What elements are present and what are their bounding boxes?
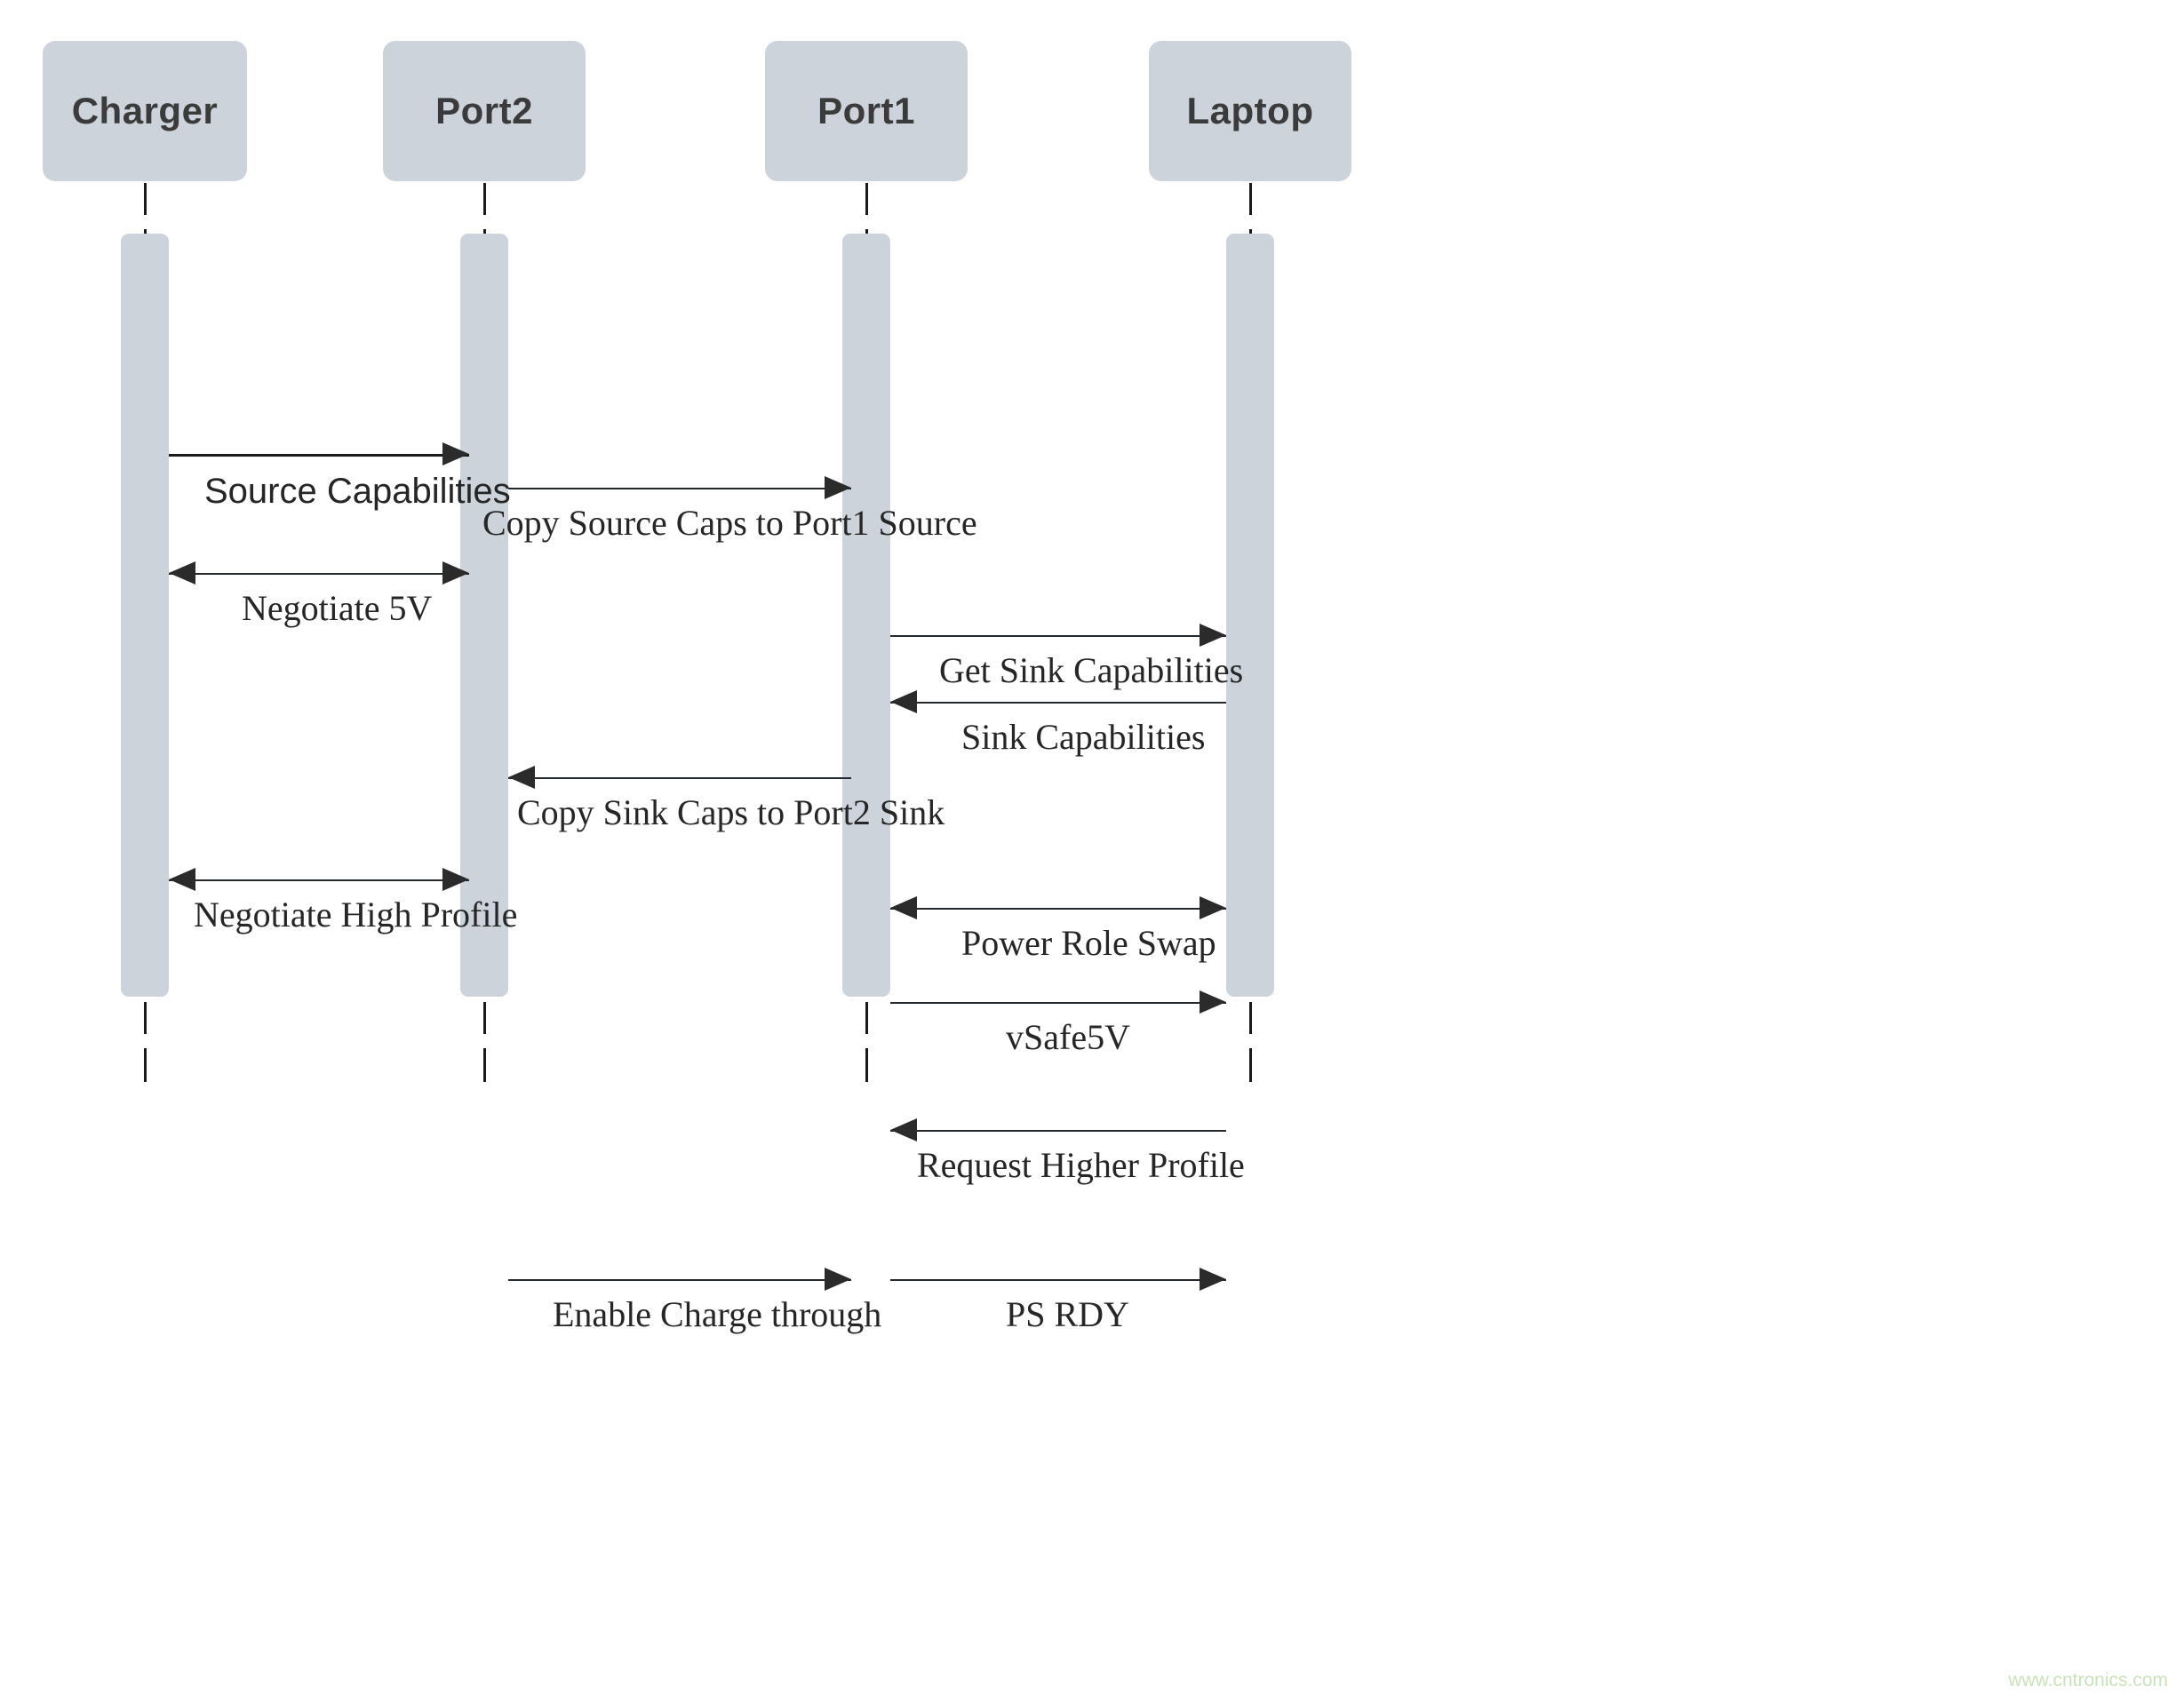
lifeline-charger-bottom-b (144, 1048, 147, 1082)
actor-box-port1[interactable]: Port1 (765, 41, 968, 181)
message-label: Copy Source Caps to Port1 Source (482, 503, 977, 543)
message-label: Request Higher Profile (917, 1145, 1245, 1185)
message-label: Copy Sink Caps to Port2 Sink (517, 792, 945, 832)
arrowhead-right-icon (825, 476, 851, 499)
message-label: Source Capabilities (204, 472, 511, 511)
message-line (169, 879, 469, 881)
arrowhead-right-icon (1200, 990, 1226, 1014)
arrowhead-right-icon (1200, 896, 1226, 919)
lifeline-laptop-top-a (1249, 183, 1252, 215)
message-line (890, 908, 1226, 910)
arrowhead-right-icon (442, 561, 469, 585)
lifeline-port1-top-a (865, 183, 868, 215)
activation-bar-charger (121, 234, 169, 997)
lifeline-port2-bottom-b (483, 1048, 486, 1082)
arrowhead-right-icon (825, 1268, 851, 1291)
message-label: Get Sink Capabilities (939, 650, 1244, 690)
actor-box-laptop[interactable]: Laptop (1149, 41, 1351, 181)
message-line (890, 635, 1226, 637)
arrowhead-left-icon (890, 1118, 917, 1141)
actor-box-port2[interactable]: Port2 (383, 41, 586, 181)
activation-bar-port1 (842, 234, 890, 997)
watermark-text: www.cntronics.com (2008, 1670, 2168, 1690)
message-line (890, 1130, 1226, 1132)
arrowhead-right-icon (1200, 1268, 1226, 1291)
arrowhead-left-icon (890, 690, 917, 713)
arrowhead-left-icon (890, 896, 917, 919)
actor-label-laptop: Laptop (1186, 90, 1314, 131)
message-label: PS RDY (1006, 1294, 1129, 1334)
message-label: Negotiate High Profile (194, 895, 518, 935)
arrowhead-right-icon (442, 442, 469, 465)
lifeline-laptop-bottom-b (1249, 1048, 1252, 1082)
message-line (508, 1279, 851, 1281)
arrowhead-left-icon (169, 561, 195, 585)
message-label: Sink Capabilities (961, 717, 1206, 757)
lifeline-port1-bottom-b (865, 1048, 868, 1082)
message-label: vSafe5V (1006, 1017, 1130, 1057)
lifeline-charger-bottom-a (144, 1002, 147, 1034)
message-line (508, 777, 851, 779)
actor-label-charger: Charger (71, 90, 219, 131)
lifeline-laptop-bottom-a (1249, 1002, 1252, 1034)
arrowhead-right-icon (442, 868, 469, 891)
message-label: Enable Charge through (553, 1294, 882, 1334)
message-line (890, 1002, 1226, 1004)
message-label: Negotiate 5V (242, 588, 433, 628)
activation-bar-laptop (1226, 234, 1274, 997)
message-line (890, 702, 1226, 704)
lifeline-port2-top-a (483, 183, 486, 215)
message-line (169, 573, 469, 575)
message-line (169, 454, 469, 457)
lifeline-charger-top-a (144, 183, 147, 215)
arrowhead-left-icon (169, 868, 195, 891)
message-label: Power Role Swap (961, 923, 1216, 963)
arrowhead-right-icon (1200, 624, 1226, 647)
lifeline-port1-bottom-a (865, 1002, 868, 1034)
message-line (890, 1279, 1226, 1281)
actor-label-port1: Port1 (817, 90, 915, 131)
message-line (508, 488, 851, 489)
actor-box-charger[interactable]: Charger (43, 41, 247, 181)
actor-label-port2: Port2 (435, 90, 533, 131)
lifeline-port2-bottom-a (483, 1002, 486, 1034)
arrowhead-left-icon (508, 766, 535, 789)
